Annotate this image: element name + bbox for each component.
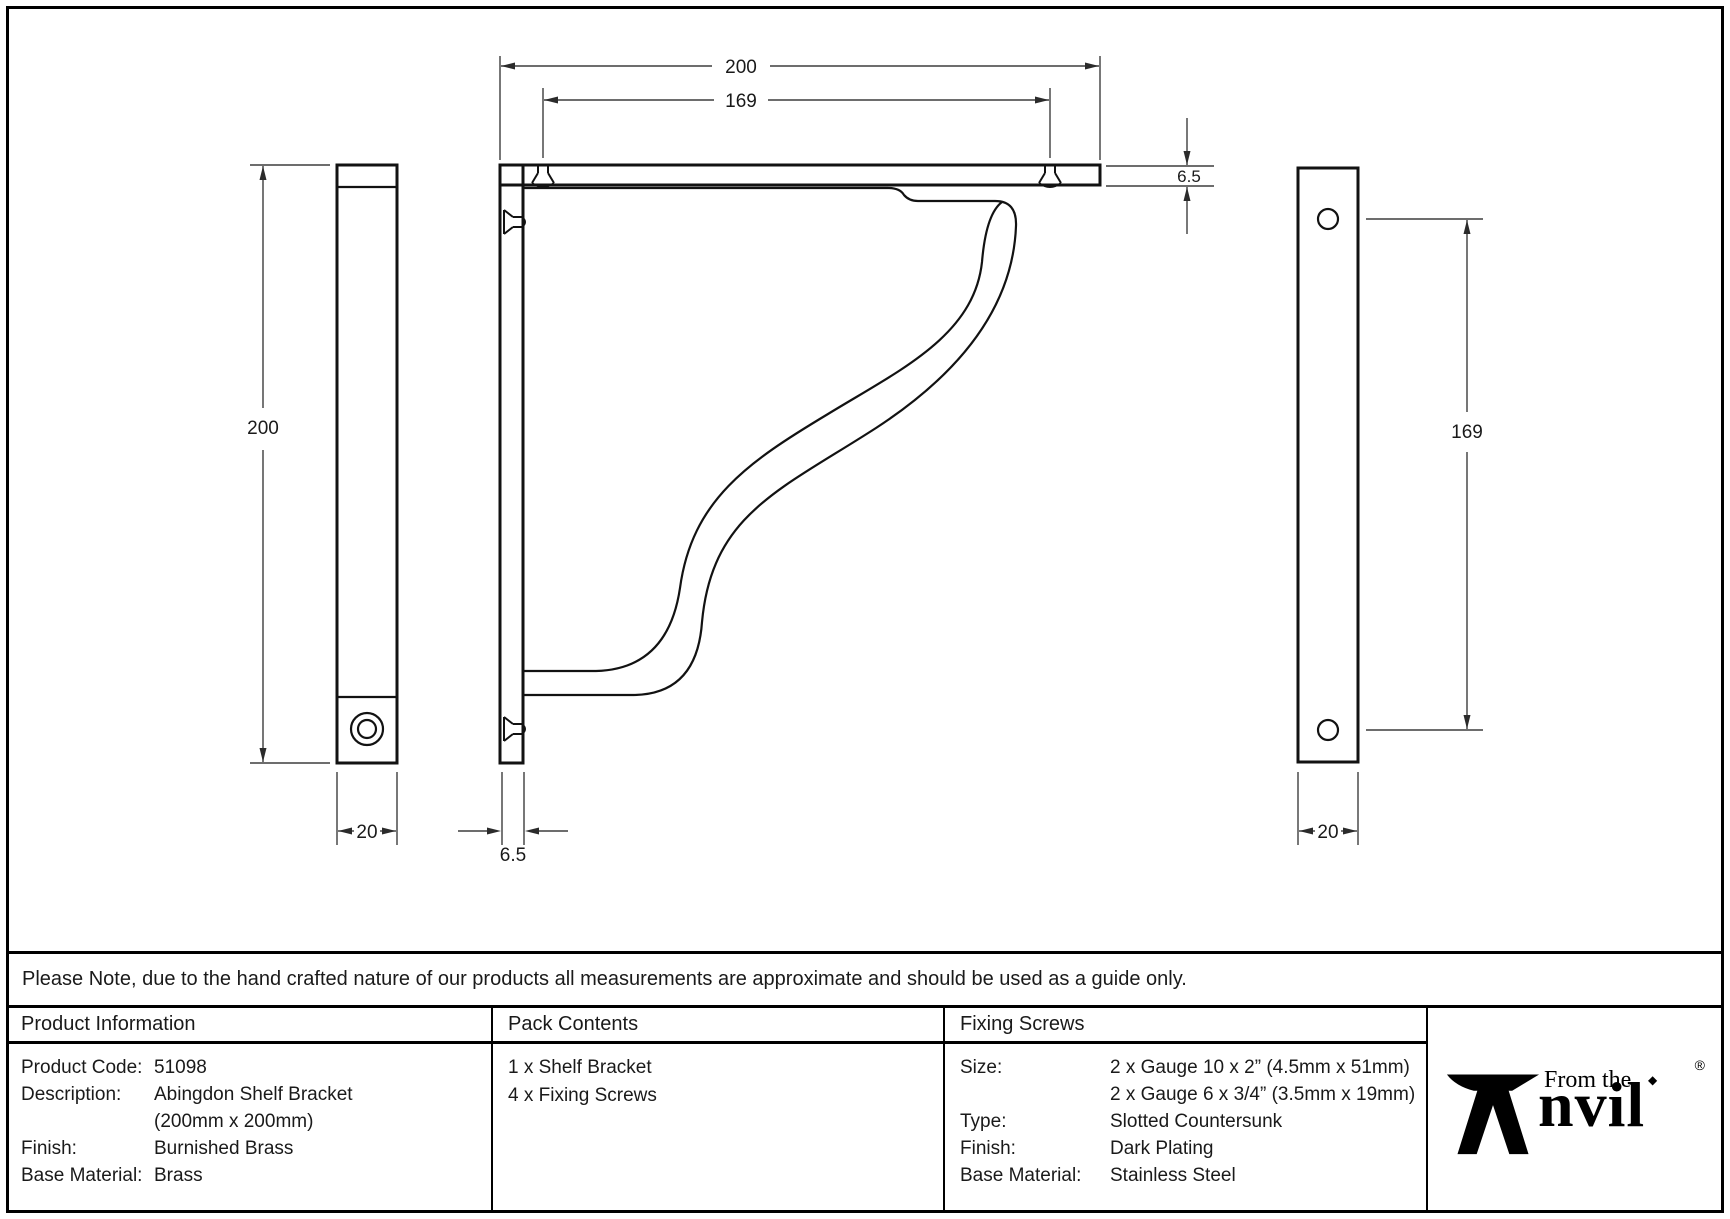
registered-trademark-icon: ® <box>1694 1057 1705 1073</box>
fixing-screws-column: Fixing Screws Size: 2 x Gauge 10 x 2” (4… <box>945 1008 1428 1210</box>
screw-hole-bottom-icon <box>1316 718 1340 742</box>
logo-cell: From the ◆ nvil ® <box>1428 1008 1724 1210</box>
svg-text:20: 20 <box>356 822 377 843</box>
dim-right-width: 20 <box>1297 772 1359 845</box>
table-row: 2 x Gauge 6 x 3/4” (3.5mm x 19mm) <box>1110 1084 1416 1105</box>
from-the-anvil-logo: From the ◆ nvil ® <box>1445 1057 1707 1161</box>
right-side-view <box>1296 166 1360 764</box>
technical-drawing: 200 20 <box>247 56 1483 866</box>
screw-top-right-icon <box>1038 166 1062 188</box>
screw-side-upper-icon <box>503 209 526 235</box>
table-row: Finish: Burnished Brass <box>21 1138 294 1159</box>
dim-main-plate-thickness: 6.5 <box>458 772 568 866</box>
screw-top-left-icon <box>531 166 555 188</box>
table-row: Product Code: 51098 <box>21 1057 207 1078</box>
list-item: 1 x Shelf Bracket <box>508 1057 652 1078</box>
dim-left-width: 20 <box>336 772 398 845</box>
dim-main-hole-spacing: 169 <box>542 88 1051 158</box>
table-row: Type: Slotted Countersunk <box>960 1111 1283 1132</box>
table-row: Size: 2 x Gauge 10 x 2” (4.5mm x 51mm) <box>960 1057 1410 1078</box>
product-information-header: Product Information <box>6 1008 491 1044</box>
bracket-web-curve <box>523 186 1018 697</box>
svg-text:169: 169 <box>1451 422 1483 443</box>
table-row: Base Material: Brass <box>21 1165 203 1186</box>
dim-left-height: 200 <box>247 164 330 764</box>
svg-text:169: 169 <box>725 91 757 112</box>
svg-text:6.5: 6.5 <box>1177 167 1201 186</box>
spec-table: Product Information Product Code: 51098 … <box>6 1008 1724 1210</box>
svg-text:200: 200 <box>247 418 279 439</box>
product-information-column: Product Information Product Code: 51098 … <box>6 1008 493 1210</box>
screw-hole-top-icon <box>1316 207 1340 231</box>
list-item: 4 x Fixing Screws <box>508 1085 657 1106</box>
table-row: (200mm x 200mm) <box>154 1111 314 1132</box>
pack-contents-column: Pack Contents 1 x Shelf Bracket 4 x Fixi… <box>493 1008 945 1210</box>
measurement-note-text: Please Note, due to the hand crafted nat… <box>22 968 1187 990</box>
fixing-screws-header: Fixing Screws <box>945 1008 1426 1044</box>
svg-text:6.5: 6.5 <box>500 845 526 866</box>
main-view <box>498 163 1102 765</box>
left-side-view <box>335 163 399 765</box>
pack-contents-header: Pack Contents <box>493 1008 943 1044</box>
table-row: Base Material: Stainless Steel <box>960 1165 1236 1186</box>
anvil-a-icon <box>1446 1074 1540 1155</box>
svg-text:20: 20 <box>1317 822 1338 843</box>
dim-main-overall-width: 200 <box>499 56 1101 160</box>
diamond-icon: ◆ <box>1648 1073 1658 1087</box>
measurement-note-bar: Please Note, due to the hand crafted nat… <box>6 951 1724 1008</box>
dim-main-arm-thickness: 6.5 <box>1106 118 1214 234</box>
table-row: Finish: Dark Plating <box>960 1138 1214 1159</box>
countersunk-hole-icon <box>349 711 385 747</box>
logo-prefix-text: From the <box>1544 1067 1632 1093</box>
table-row: Description: Abingdon Shelf Bracket <box>21 1084 353 1105</box>
screw-side-lower-icon <box>503 716 526 742</box>
logo-word-text: nvil <box>1538 1069 1646 1140</box>
svg-text:200: 200 <box>725 57 757 78</box>
dim-right-hole-spacing: 169 <box>1366 218 1483 731</box>
